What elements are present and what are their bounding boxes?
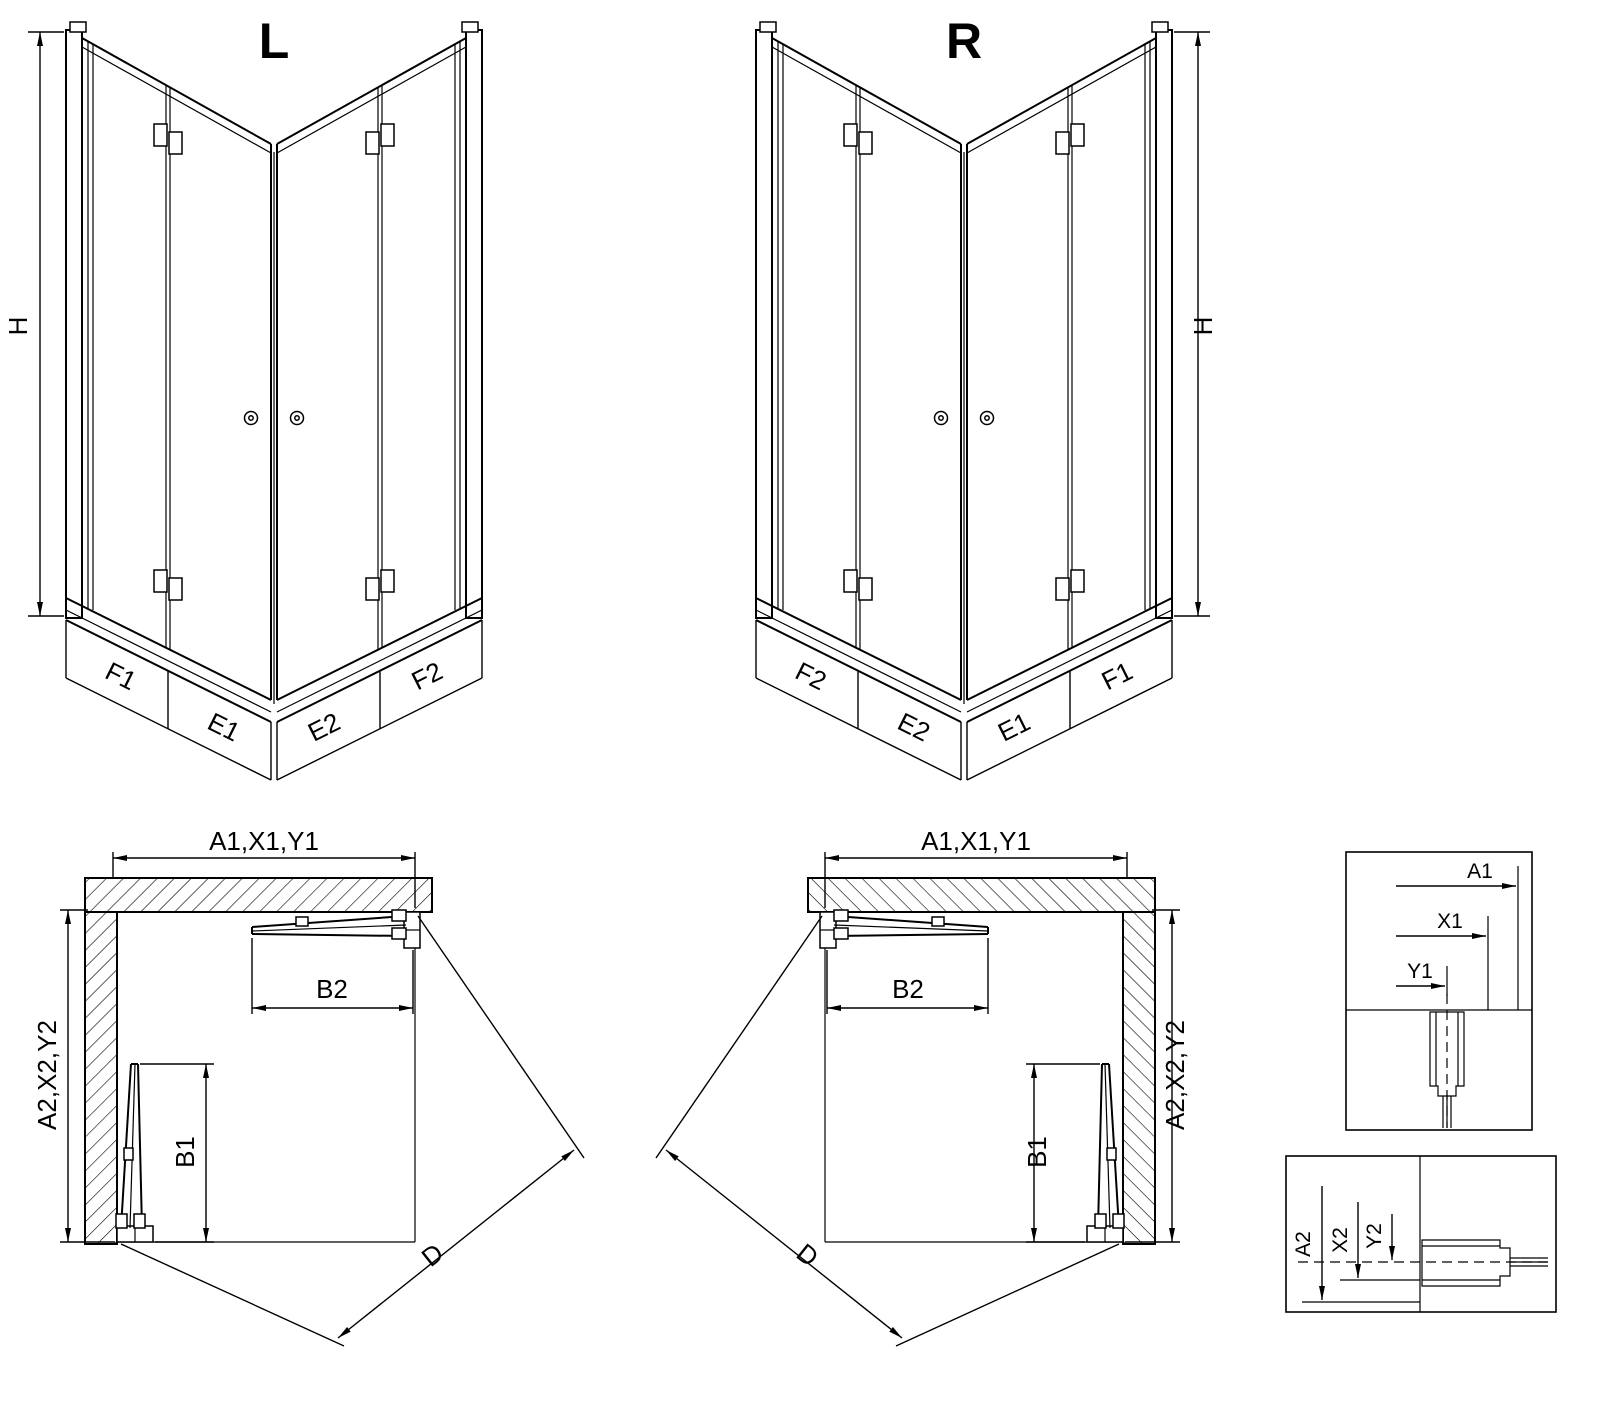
segment-label: E2 [303,706,345,747]
detail-profile-horizontal: A1 X1 Y1 [1345,851,1533,1131]
depth-dim-label: A2,X2,Y2 [32,1020,62,1130]
door-side-dim-label: B1 [170,1136,200,1168]
plan-view-right: A1,X1,Y1 A2,X2,Y2 B2 B1 D [656,826,1190,1346]
segment-label: F1 [101,656,142,696]
segment-label: E1 [993,706,1035,747]
segment-label: F2 [407,656,448,696]
door-side-dim-label: B1 [1022,1136,1052,1168]
detail-dim-label: Y2 [1363,1223,1386,1249]
diagonal-dim-label: D [791,1237,824,1272]
segment-label: E2 [893,706,935,747]
segment-label: E1 [203,706,245,747]
detail-dim-label: A1 [1467,860,1493,883]
segment-label: F2 [791,656,832,696]
plan-view-left: A1,X1,Y1 A2,X2,Y2 B2 B1 D [32,826,584,1346]
detail-dim-label: X2 [1329,1227,1352,1253]
depth-dim-label: A2,X2,Y2 [1160,1020,1190,1130]
variant-label-left: L [259,13,290,69]
height-label-left: H [3,317,33,336]
detail-profile-vertical: A2 X2 Y2 [1285,1155,1557,1313]
variant-label-right: R [946,13,982,69]
width-dim-label: A1,X1,Y1 [209,826,319,856]
detail-dim-label: Y1 [1407,960,1433,983]
segment-label: F1 [1097,656,1138,696]
front-view-left: L H F1 E1 E2 F2 [3,13,482,780]
detail-dim-label: X1 [1437,910,1463,933]
diagonal-dim-label: D [416,1237,449,1272]
front-view-right: R H F2 E2 E1 F1 [756,13,1218,780]
height-label-right: H [1188,317,1218,336]
door-top-dim-label: B2 [892,974,924,1004]
width-dim-label: A1,X1,Y1 [921,826,1031,856]
detail-dim-label: A2 [1292,1231,1315,1257]
door-top-dim-label: B2 [316,974,348,1004]
